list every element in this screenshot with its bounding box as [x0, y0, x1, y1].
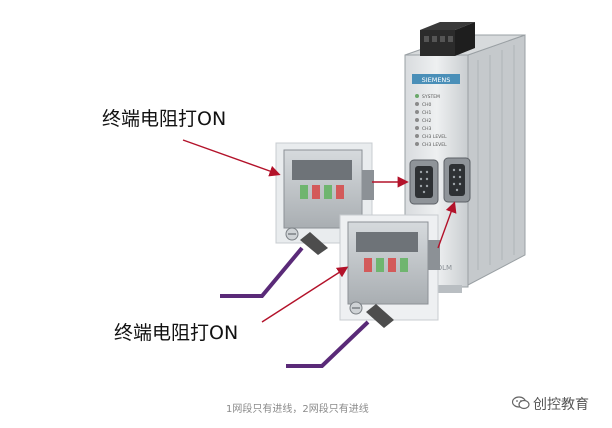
profibus-connector-1 [275, 142, 374, 255]
module-brand-text: SIEMENS [422, 76, 451, 84]
db9-port-right [443, 157, 471, 203]
arrow-label-top-to-connector [182, 139, 281, 177]
purple-cable-2 [286, 320, 370, 368]
arrow-connector2-to-module [437, 201, 457, 249]
led-label: CH0 [422, 102, 432, 108]
led-label: CH1 [422, 110, 432, 116]
figure-caption: 1网段只有进线，2网段只有进线 [226, 404, 369, 415]
led-label: CH3 LEVEL [422, 142, 447, 148]
profibus-connector-2 [339, 214, 440, 328]
wechat-icon [512, 396, 530, 410]
led-label: SYSTEM [422, 94, 440, 100]
purple-cable-1 [220, 246, 304, 298]
db9-port-left [409, 159, 439, 205]
termination-label-top: 终端电阻打ON [102, 108, 227, 130]
watermark-text: 创控教育 [533, 397, 589, 413]
termination-label-bottom: 终端电阻打ON [114, 322, 239, 344]
led-label: CH3 [422, 126, 432, 132]
arrow-label-bottom-to-connector [261, 266, 349, 323]
led-label: CH2 [422, 118, 432, 124]
led-label: CH3 LEVEL [422, 134, 447, 140]
led-indicators [415, 94, 419, 146]
